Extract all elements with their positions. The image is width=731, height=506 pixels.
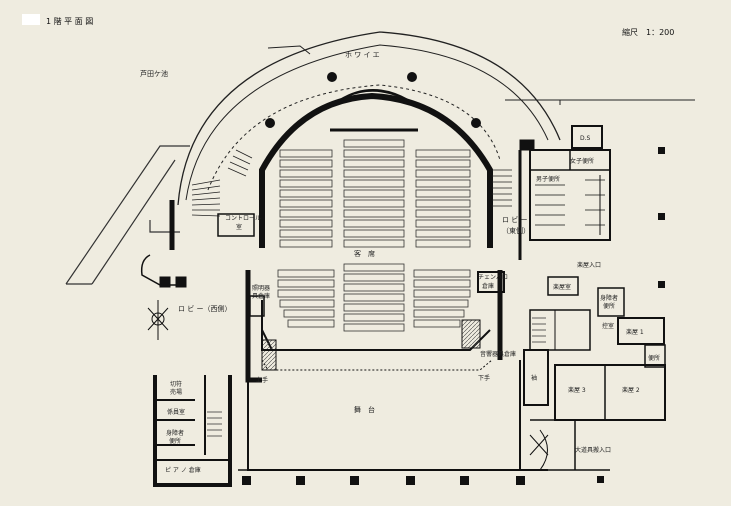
label-wing: 袖: [531, 374, 537, 382]
west-small-stair: [207, 411, 222, 437]
label-foyer: ホ ワ イ エ: [345, 51, 380, 59]
label-backstage-entrance: 楽屋入口: [577, 261, 601, 269]
label-disabled-wc-east-sub: 便所: [603, 302, 615, 310]
label-lighting-storage: 照明器: [252, 285, 270, 292]
label-disabled-wc-east: 身障者: [600, 294, 618, 302]
label-lobby-east-sub: （東側）: [502, 226, 530, 235]
label-kamite: 上手: [256, 376, 268, 384]
label-piano-storage: ピ ア ノ 倉庫: [165, 466, 201, 474]
label-cembalo-storage-sub: 倉庫: [482, 282, 494, 290]
scale-text: 縮尺 1：200: [622, 27, 674, 37]
east-stairs: [492, 169, 512, 207]
label-control-room-sub: 室: [236, 223, 242, 231]
label-dressing-2: 楽屋 2: [622, 386, 640, 394]
label-shimote: 下手: [478, 374, 490, 382]
label-ticket-office-sub: 売場: [170, 388, 182, 396]
label-green-room: 控室: [602, 322, 614, 330]
label-cembalo-storage: チェンバロ: [478, 274, 508, 281]
label-dressing-1: 楽屋 1: [626, 328, 644, 336]
label-control-room: コントロール: [225, 215, 261, 222]
label-stage: 舞 台: [354, 405, 375, 414]
east-stair: [532, 317, 546, 343]
label-sound-storage: 音響器具倉庫: [480, 350, 516, 358]
label-womens-wc: 女子便所: [570, 157, 594, 165]
title-mark: [22, 14, 40, 25]
label-props-entrance: 大道具搬入口: [575, 446, 611, 454]
seating-rows: [277, 139, 471, 332]
label-disabled-wc-west-sub: 便所: [169, 437, 181, 445]
west-stairs: [191, 149, 253, 217]
columns: [242, 72, 665, 485]
label-lobby-east: ロ ビ ー: [502, 215, 527, 224]
label-ds: D.S: [580, 135, 591, 142]
foyer-arcs: [177, 31, 695, 206]
label-staff-room: 係員室: [167, 408, 185, 416]
label-ticket-office: 切符: [170, 380, 182, 388]
east-rooms: [518, 125, 666, 471]
misc-walls: [217, 139, 535, 351]
label-mens-wc: 男子便所: [536, 175, 560, 183]
label-toilet: 便所: [648, 354, 660, 362]
label-seating: 客 席: [354, 249, 375, 258]
label-lobby-west: ロ ビ ー（西側）: [178, 304, 231, 313]
label-disabled-wc-west: 身障者: [166, 429, 184, 437]
west-lobby-walls: [140, 200, 232, 487]
label-outer-garden: 芦田ケ池: [140, 69, 168, 78]
page-title: 1 階 平 面 図: [46, 16, 93, 26]
label-dressing-3: 楽屋 3: [568, 386, 586, 394]
label-lighting-storage-sub: 具倉庫: [252, 292, 270, 300]
label-performers-room: 楽屋室: [553, 283, 571, 291]
